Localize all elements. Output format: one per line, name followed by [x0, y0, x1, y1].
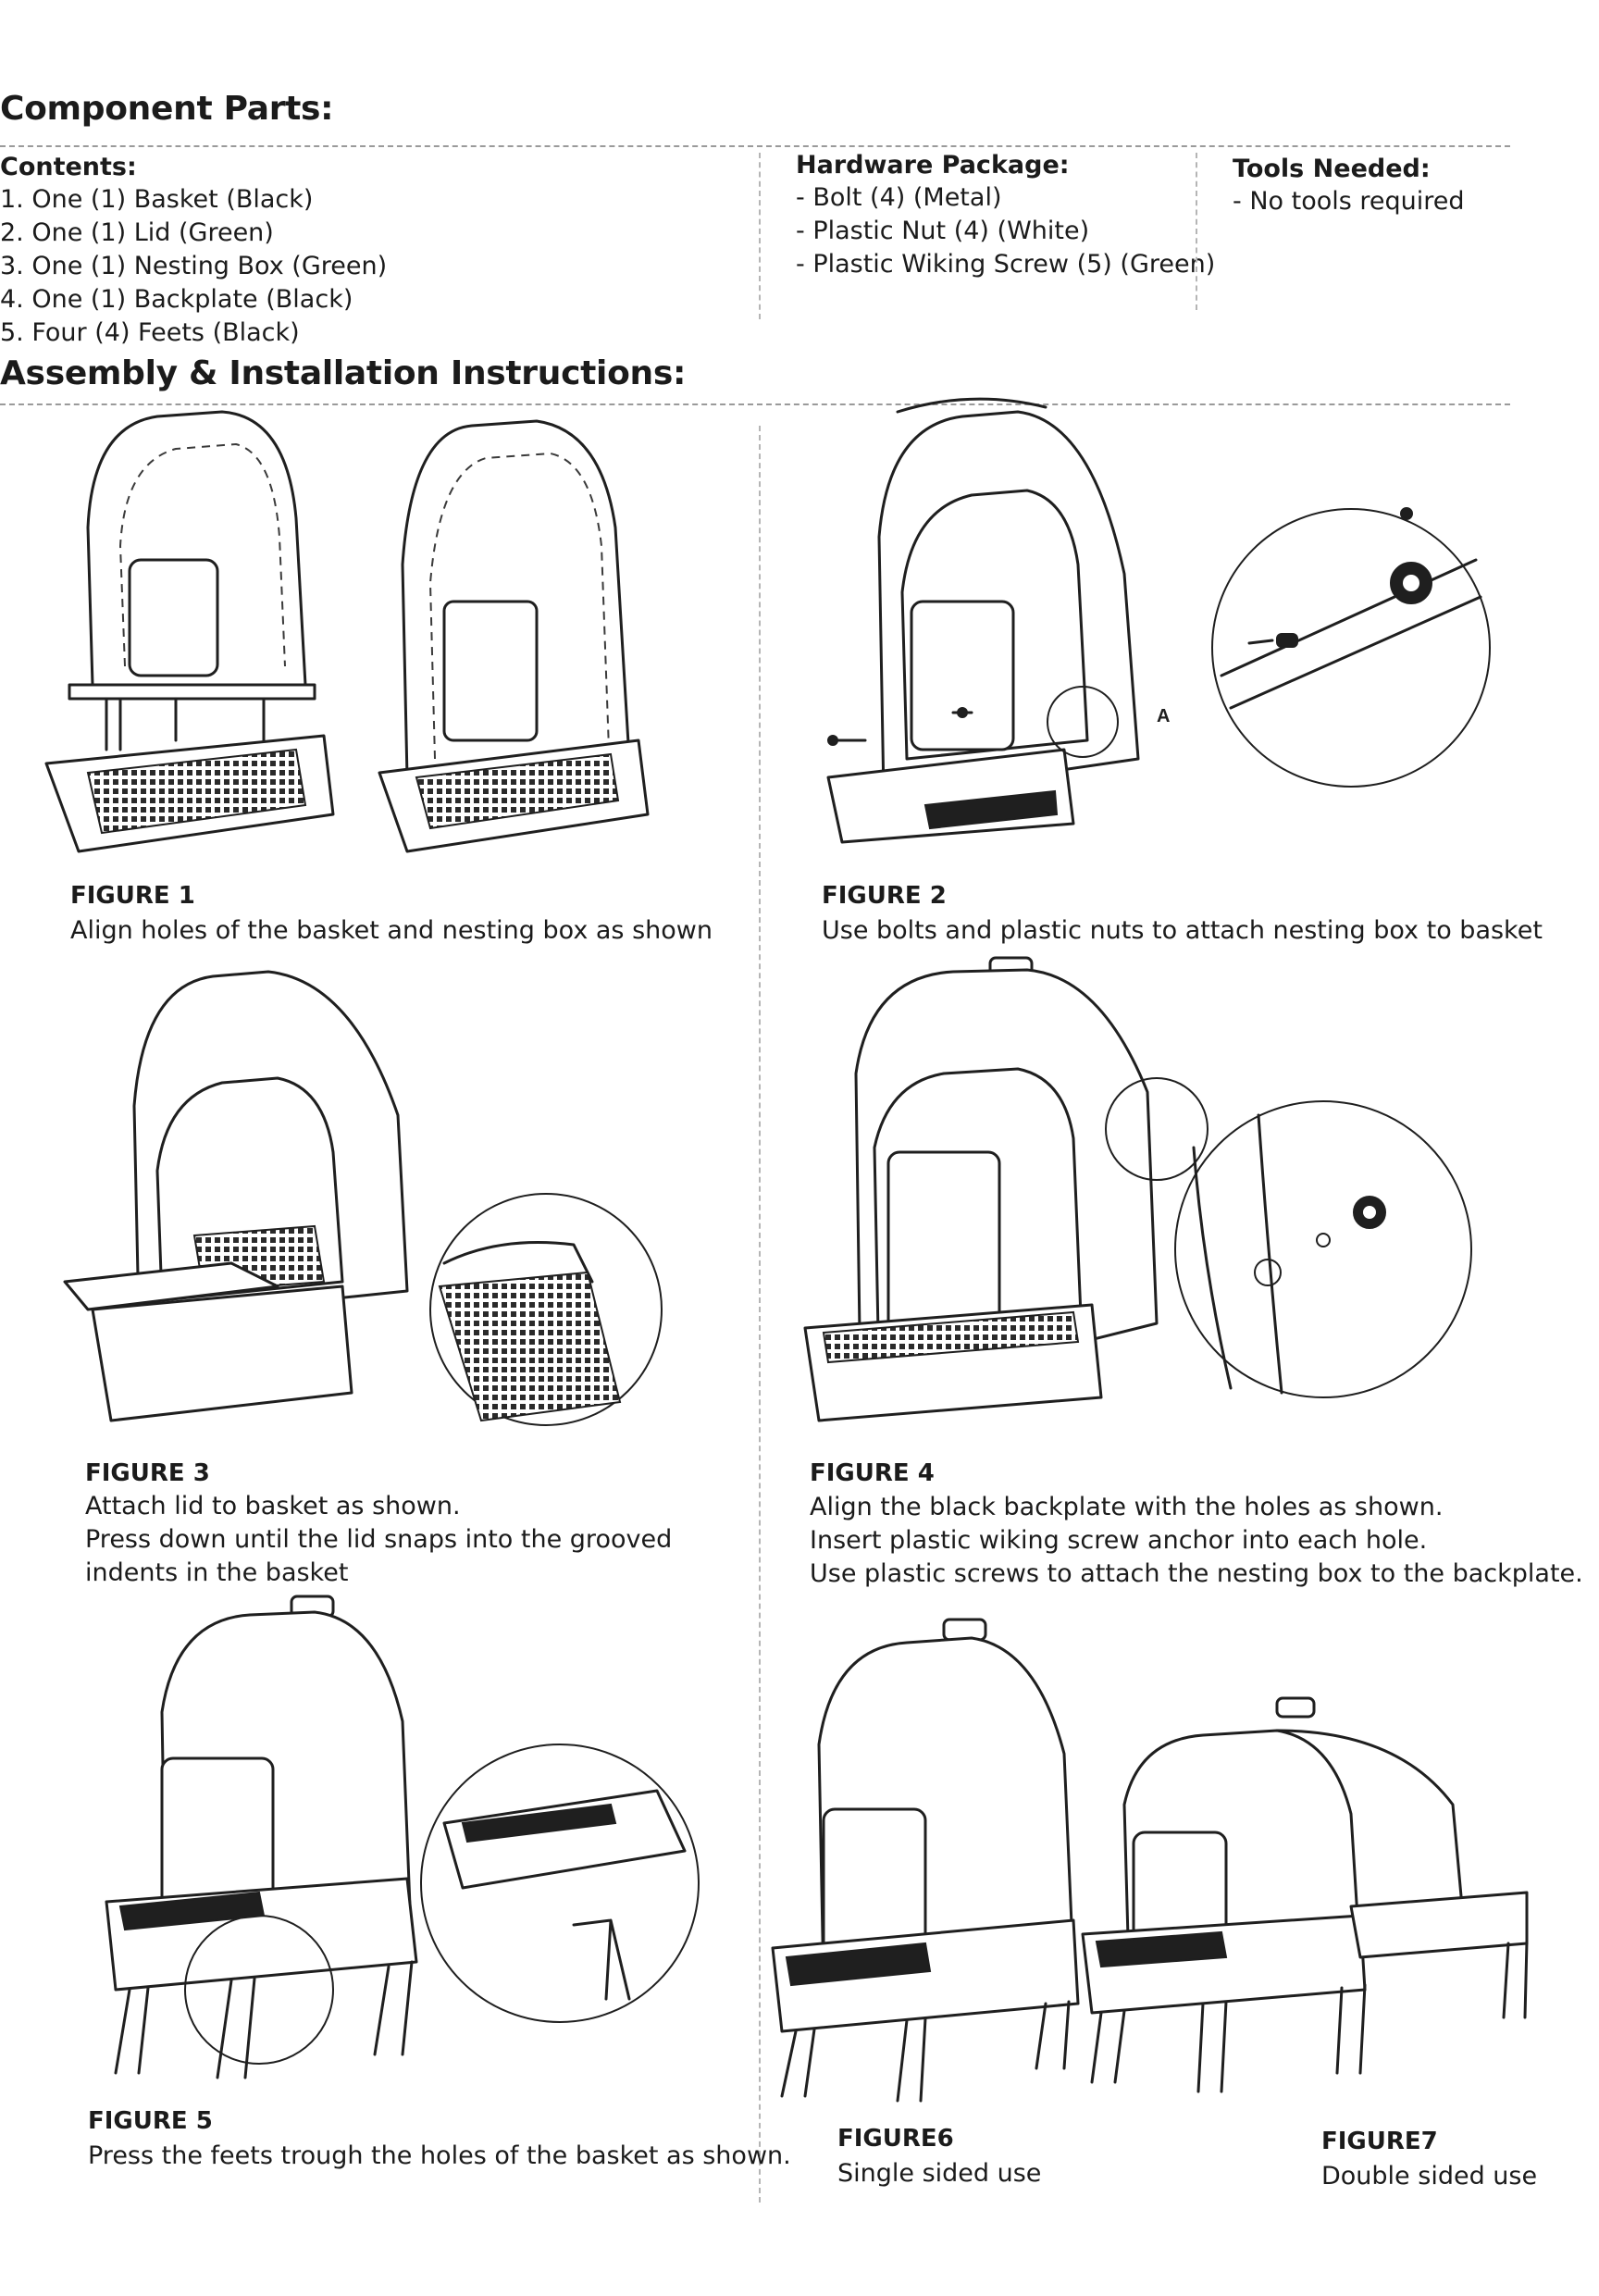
figure-7-illustration [1073, 1694, 1527, 2101]
nesting-box-with-lid-drawing [828, 399, 1138, 842]
caption-line: indents in the basket [85, 1558, 349, 1587]
list-item: 2. One (1) Lid (Green) [0, 218, 274, 247]
figure-2-label: FIGURE 2 [822, 882, 947, 910]
detail-callout-small [1106, 1078, 1208, 1180]
figure-6-illustration [768, 1615, 1083, 2105]
basket-drawing [46, 736, 333, 851]
single-unit-drawing [773, 1620, 1078, 2101]
hardware-column: Hardware Package: - Bolt (4) (Metal) - P… [796, 151, 1215, 281]
list-item: - Plastic Nut (4) (White) [796, 217, 1090, 245]
section-divider [0, 403, 1510, 405]
column-divider [1196, 153, 1197, 310]
component-parts-title: Component Parts: [0, 90, 334, 128]
column-divider [759, 153, 761, 319]
list-item: 3. One (1) Nesting Box (Green) [0, 252, 388, 280]
list-item: 5. Four (4) Feets (Black) [0, 318, 300, 347]
section-divider [0, 145, 1510, 147]
detail-zoom-circle [1212, 508, 1490, 787]
figure-1-caption: Align holes of the basket and nesting bo… [70, 914, 713, 948]
detail-zoom-circle [421, 1744, 699, 2022]
caption-line: Attach lid to basket as shown. [85, 1492, 461, 1520]
bolt-icon [958, 708, 967, 717]
backplate-drawing [805, 958, 1157, 1421]
lid-attach-drawing [65, 972, 407, 1421]
detail-callout-small [185, 1916, 333, 2064]
assembly-title: Assembly & Installation Instructions: [0, 354, 687, 392]
figure-7-caption: Double sided use [1321, 2160, 1537, 2193]
list-item: 4. One (1) Backplate (Black) [0, 285, 353, 314]
list-item: - Bolt (4) (Metal) [796, 183, 1002, 212]
anchor-icon [1255, 1260, 1281, 1285]
detail-callout-small [1047, 687, 1118, 757]
figure-5-illustration [93, 1592, 703, 2082]
figure-2-caption: Use bolts and plastic nuts to attach nes… [822, 914, 1543, 948]
callout-letter: A [1157, 706, 1170, 726]
figure-2-illustration: A [814, 407, 1481, 870]
figure-6-caption: Single sided use [837, 2157, 1041, 2191]
bolt-icon [1277, 634, 1297, 647]
double-unit-drawing [1083, 1698, 1527, 2091]
figure-4-illustration [796, 953, 1481, 1434]
feet-attach-drawing [106, 1596, 416, 2078]
detail-zoom-circle [1175, 1101, 1471, 1397]
bolt-icon [828, 736, 837, 745]
hole-icon [1317, 1234, 1330, 1247]
contents-column: Contents: 1. One (1) Basket (Black) 2. O… [0, 153, 387, 350]
figure-4-label: FIGURE 4 [810, 1459, 935, 1487]
figure-1-illustration [37, 407, 666, 870]
caption-line: Insert plastic wiking screw anchor into … [810, 1526, 1428, 1555]
lid-panel [65, 1263, 278, 1309]
figure-3-caption: Attach lid to basket as shown. Press dow… [85, 1490, 672, 1590]
figure-4-caption: Align the black backplate with the holes… [810, 1491, 1583, 1591]
assembled-box-drawing [379, 421, 648, 851]
tools-heading: Tools Needed: [1233, 155, 1431, 183]
figure-3-illustration [56, 967, 666, 1430]
figure-5-caption: Press the feets trough the holes of the … [88, 2140, 791, 2173]
contents-heading: Contents: [0, 153, 137, 181]
figure-1-label: FIGURE 1 [70, 882, 195, 910]
tools-list: - No tools required [1233, 185, 1465, 218]
caption-line: Single sided use [837, 2159, 1042, 2188]
caption-line: Press the feets trough the holes of the … [88, 2141, 791, 2170]
caption-line: Double sided use [1321, 2162, 1538, 2191]
tools-column: Tools Needed: - No tools required [1233, 155, 1465, 218]
figure-5-label: FIGURE 5 [88, 2107, 213, 2135]
list-item: 1. One (1) Basket (Black) [0, 185, 314, 214]
column-divider [759, 426, 761, 2203]
figure-7-label: FIGURE7 [1321, 2128, 1438, 2155]
nesting-box-drawing [69, 412, 315, 699]
caption-line: Press down until the lid snaps into the … [85, 1525, 673, 1554]
figure-3-label: FIGURE 3 [85, 1459, 210, 1487]
caption-line: Align holes of the basket and nesting bo… [70, 916, 713, 945]
caption-line: Use bolts and plastic nuts to attach nes… [822, 916, 1543, 945]
nut-hole [1403, 575, 1419, 591]
detail-zoom-circle [430, 1194, 662, 1425]
hardware-list: - Bolt (4) (Metal) - Plastic Nut (4) (Wh… [796, 181, 1215, 281]
figure-6-label: FIGURE6 [837, 2125, 954, 2153]
list-item: - No tools required [1233, 187, 1465, 216]
alignment-arrows [106, 699, 264, 750]
contents-list: 1. One (1) Basket (Black) 2. One (1) Lid… [0, 183, 387, 350]
caption-line: Align the black backplate with the holes… [810, 1493, 1444, 1521]
hardware-heading: Hardware Package: [796, 151, 1070, 180]
caption-line: Use plastic screws to attach the nesting… [810, 1559, 1583, 1588]
list-item: - Plastic Wiking Screw (5) (Green) [796, 250, 1216, 279]
